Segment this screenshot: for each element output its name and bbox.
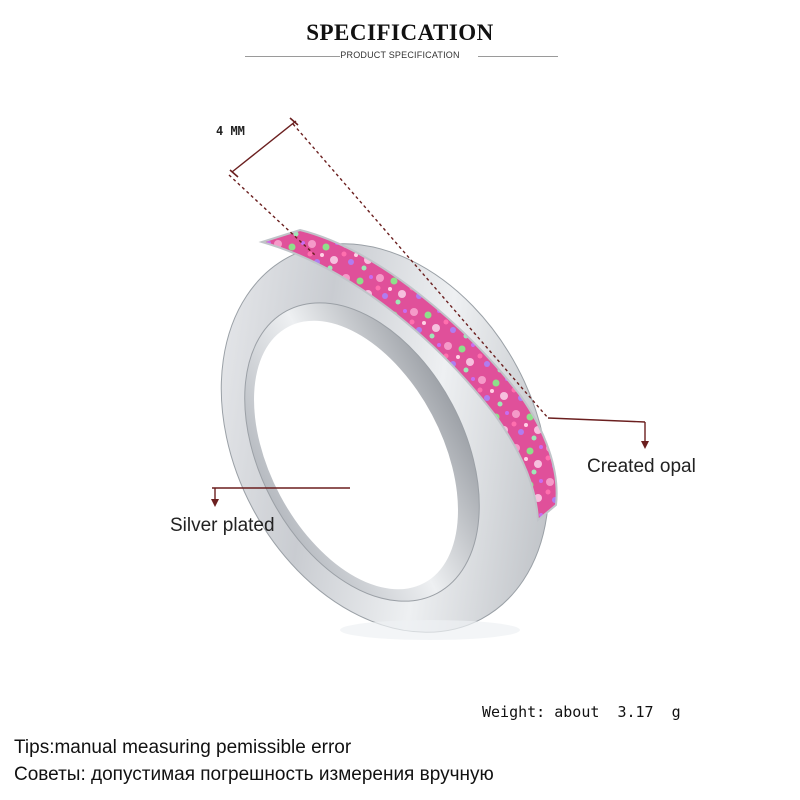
arrow-opal <box>641 441 649 449</box>
page-subtitle: PRODUCT SPECIFICATION <box>340 50 460 60</box>
weight-label: Weight: about 3.17 g <box>482 703 681 721</box>
ring-hole <box>254 320 458 590</box>
silver-callout-label: Silver plated <box>170 515 275 536</box>
opal-inlay <box>258 228 558 523</box>
ring-reflection <box>340 620 520 640</box>
page-title: SPECIFICATION <box>306 20 494 45</box>
subtitle-rule-left <box>245 56 340 57</box>
opal-callout-label: Created opal <box>587 456 696 477</box>
arrow-tick-top <box>229 117 299 178</box>
tips-english: Tips:manual measuring pemissible error <box>14 737 352 758</box>
arrow-silver <box>211 499 219 507</box>
width-dimension-label: 4 MM <box>216 124 245 138</box>
subtitle-rule-right <box>478 56 558 57</box>
tips-russian: Советы: допустимая погрешность измерения… <box>14 764 494 785</box>
